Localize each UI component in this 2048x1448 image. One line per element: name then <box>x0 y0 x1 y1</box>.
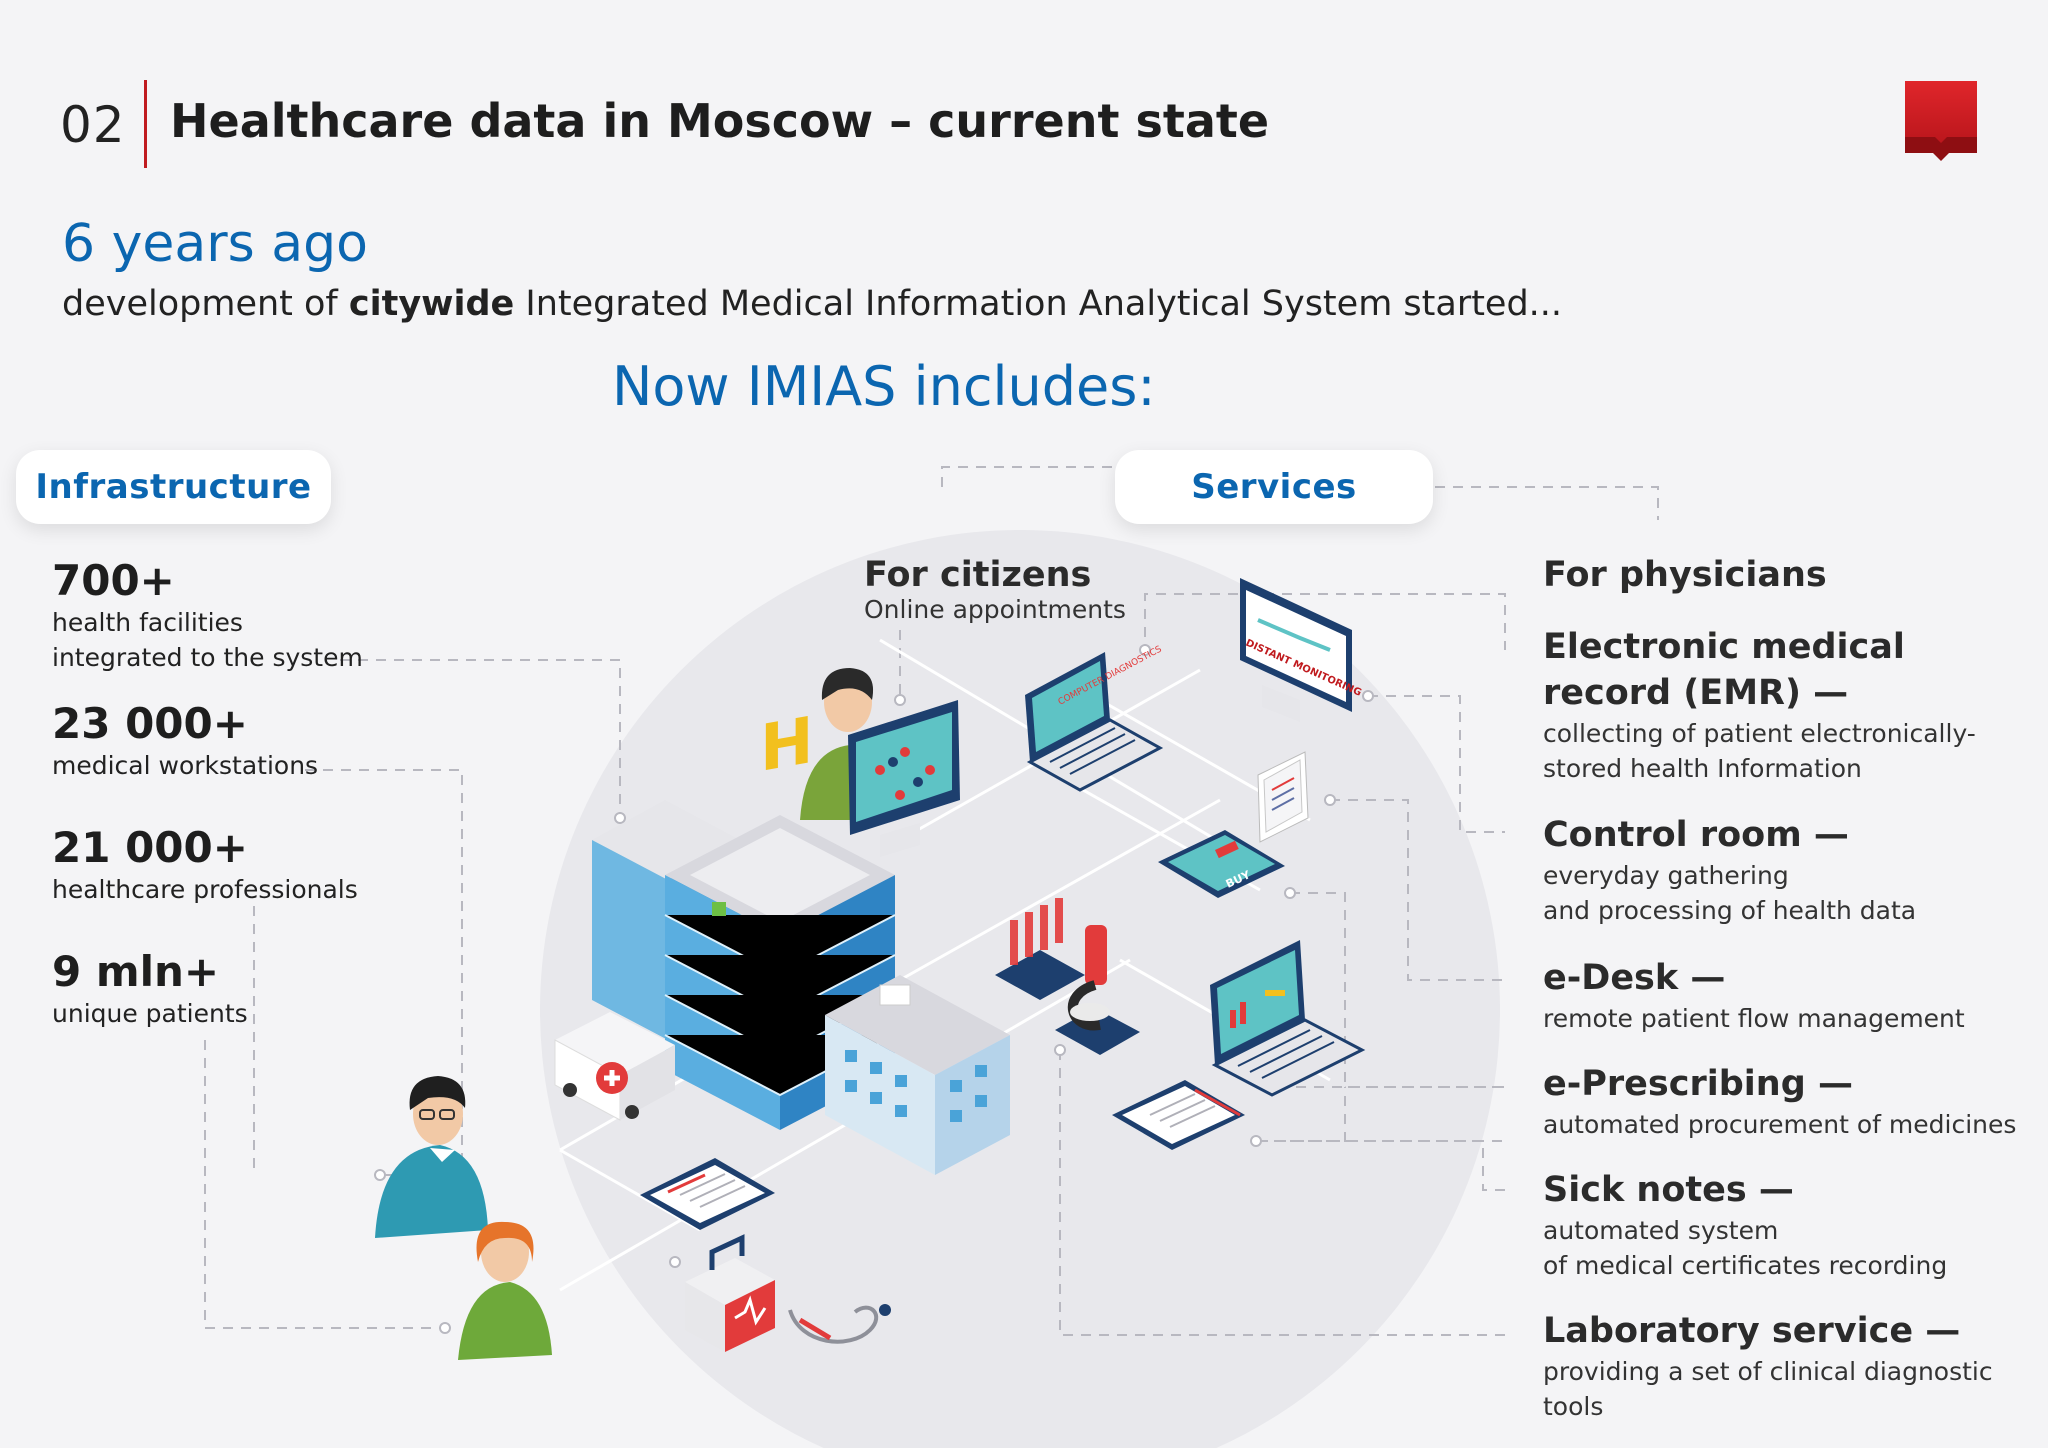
service-desc: automated system of medical certificates… <box>1543 1216 1948 1280</box>
intro-heading: 6 years ago <box>62 214 368 274</box>
sick-note-clipboard-icon <box>1112 1080 1245 1150</box>
lead-prefix: development of <box>62 284 349 324</box>
stat-value: 23 000+ <box>52 699 248 748</box>
patient-avatar-icon <box>458 1221 552 1360</box>
physicians-title: For physicians <box>1543 555 1827 595</box>
stat-workstations: 23 000+ medical workstations <box>52 699 318 783</box>
section-number: 02 <box>60 96 126 154</box>
ambulance-icon <box>554 1012 675 1121</box>
hospital-building-icon: H <box>592 703 1010 1175</box>
service-desc: providing a set of clinical diagnostic t… <box>1543 1357 1993 1421</box>
connector-dots <box>374 644 1374 1334</box>
prescribing-tablet-icon: BUY <box>1158 830 1285 898</box>
documents-icon <box>1257 751 1309 843</box>
service-title: Electronic medical record (EMR) — <box>1543 627 1905 713</box>
stat-text: medical workstations <box>52 751 319 780</box>
laboratory-icon <box>995 898 1140 1055</box>
background-circle <box>540 530 1500 1448</box>
service-emr: Electronic medical record (EMR) — collec… <box>1543 624 1976 786</box>
citizens-title: For citizens <box>864 555 1092 595</box>
service-control-room: Control room — everyday gathering and pr… <box>1543 812 1916 928</box>
medical-kit-icon <box>685 1234 775 1352</box>
lead-bold: citywide <box>348 284 515 324</box>
service-desc: everyday gathering and processing of hea… <box>1543 861 1917 925</box>
distant-monitoring-monitor-icon: DISTANT MONITORING <box>1240 578 1363 722</box>
stat-value: 9 mln+ <box>52 947 220 996</box>
service-title: e-Desk — <box>1543 958 1726 998</box>
service-laboratory: Laboratory service — providing a set of … <box>1543 1308 2048 1424</box>
imias-headline: Now IMIAS includes: <box>612 355 1156 418</box>
service-desc: collecting of patient electronically- st… <box>1543 719 1976 783</box>
citizen-monitor-icon <box>848 700 960 857</box>
service-title: e-Prescribing — <box>1543 1064 1853 1104</box>
stat-professionals: 21 000+ healthcare professionals <box>52 823 358 907</box>
stethoscope-icon <box>788 1304 891 1344</box>
brand-logo-icon <box>1905 81 1977 162</box>
service-title: Control room — <box>1543 815 1849 855</box>
stat-patients: 9 mln+ unique patients <box>52 947 248 1031</box>
service-title: Sick notes — <box>1543 1170 1794 1210</box>
stat-value: 21 000+ <box>52 823 248 872</box>
service-desc: remote patient flow management <box>1543 1004 1965 1033</box>
intro-lead: development of citywide Integrated Medic… <box>62 284 1562 324</box>
service-e-desk: e-Desk — remote patient flow management <box>1543 955 1965 1036</box>
physician-avatar-icon <box>375 1076 488 1238</box>
services-pill: Services <box>1115 450 1433 524</box>
stat-text: healthcare professionals <box>52 875 358 904</box>
service-sick-notes: Sick notes — automated system of medical… <box>1543 1167 1947 1283</box>
citizens-desc: Online appointments <box>864 595 1126 624</box>
for-citizens: For citizens Online appointments <box>864 555 1126 624</box>
title-divider <box>144 80 147 168</box>
infrastructure-pill: Infrastructure <box>16 450 331 524</box>
service-title: Laboratory service — <box>1543 1311 1961 1351</box>
page-title: Healthcare data in Moscow – current stat… <box>170 94 1270 148</box>
service-e-prescribing: e-Prescribing — automated procurement of… <box>1543 1061 2016 1142</box>
service-desc: automated procurement of medicines <box>1543 1110 2017 1139</box>
svg-text:H: H <box>760 703 814 787</box>
stat-text: health facilities integrated to the syst… <box>52 608 363 672</box>
stat-facilities: 700+ health facilities integrated to the… <box>52 556 363 675</box>
stat-value: 700+ <box>52 556 175 605</box>
lead-suffix: Integrated Medical Information Analytica… <box>514 284 1563 324</box>
control-room-laptop-icon <box>1210 940 1366 1097</box>
stat-text: unique patients <box>52 999 248 1028</box>
record-clipboard-icon <box>640 1158 775 1230</box>
physicians-title-text: For physicians <box>1543 555 1827 595</box>
